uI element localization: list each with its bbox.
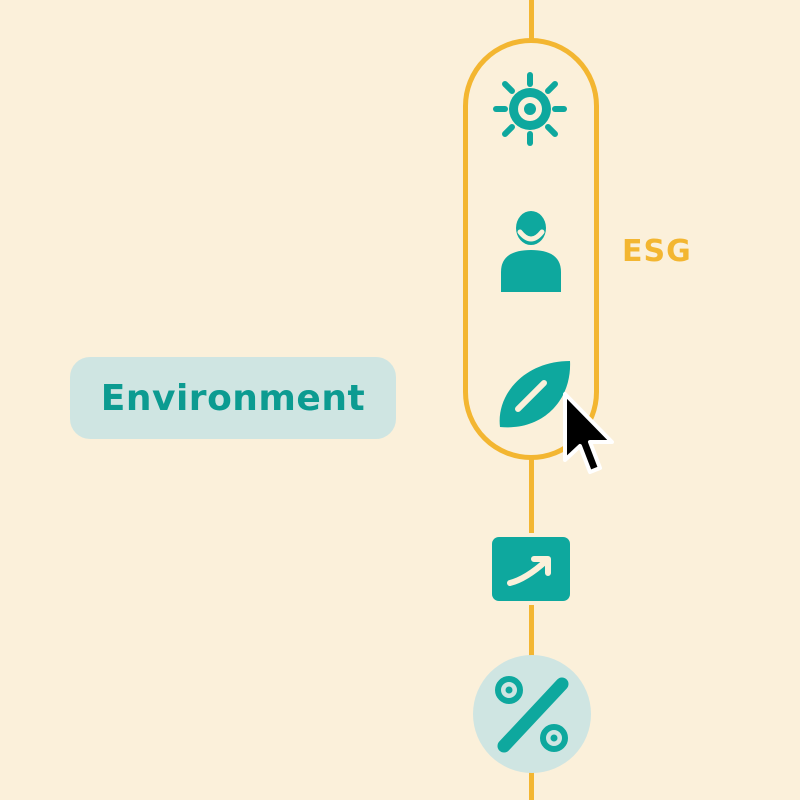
percent-icon[interactable] [472, 654, 592, 774]
leaf-icon[interactable] [494, 355, 574, 435]
esg-group-label: ESG [622, 234, 692, 269]
mouse-cursor-icon [560, 388, 620, 492]
virus-icon[interactable] [490, 69, 570, 149]
trend-chart-icon[interactable] [490, 533, 572, 605]
person-icon[interactable] [496, 208, 566, 294]
tooltip-label: Environment [100, 377, 366, 419]
environment-tooltip: Environment [70, 357, 396, 439]
